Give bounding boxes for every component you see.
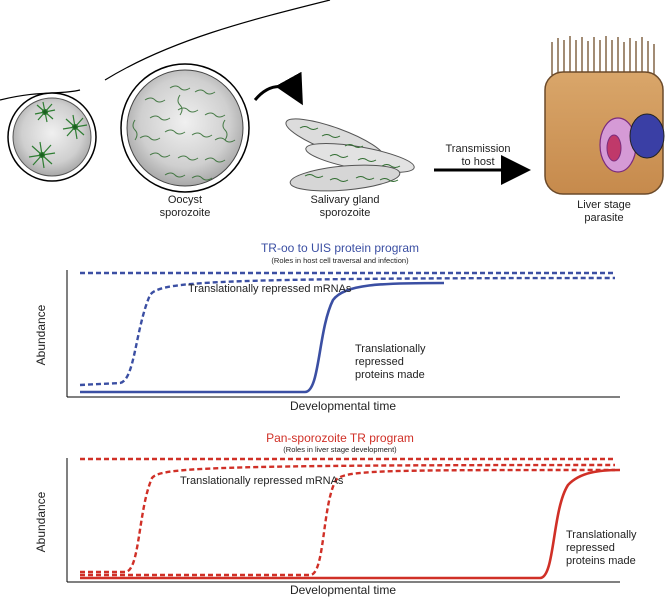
panel1-ylabel: Abundance: [34, 304, 48, 365]
panel2-title: Pan-sporozoite TR program: [266, 431, 414, 445]
panel2-protein-label-line3: proteins made: [566, 555, 636, 567]
transmission-label-line1: Transmission: [446, 143, 511, 155]
curved-arrow-icon: [253, 71, 303, 106]
panel-2: Pan-sporozoite TR program (Roles in live…: [34, 431, 637, 597]
panel1-mrna-curve: [79, 276, 616, 387]
panel2-mrna-curve-2: [80, 468, 616, 577]
panel2-protein-label-line1: Translationally: [566, 529, 637, 541]
panel2-subtitle: (Roles in liver stage development): [283, 445, 397, 454]
panel2-mrna-label: Translationally repressed mRNAs: [180, 475, 344, 487]
salivary-label-line2: sporozoite: [320, 207, 371, 219]
panel1-protein-label-line3: proteins made: [355, 369, 425, 381]
panel1-protein-label-line1: Translationally: [355, 343, 426, 355]
panel1-subtitle: (Roles in host cell traversal and infect…: [271, 256, 409, 265]
salivary-gland: [285, 118, 415, 192]
early-oocyst: [7, 92, 97, 182]
panel2-protein-curve: [80, 468, 621, 580]
oocyst-label-line1: Oocyst: [168, 194, 202, 206]
panel2-ylabel: Abundance: [34, 491, 48, 552]
panel1-xlabel: Developmental time: [290, 399, 396, 413]
panel2-xlabel: Developmental time: [290, 583, 396, 597]
midgut-outline-upper: [104, 0, 331, 81]
panel1-title: TR-oo to UIS protein program: [261, 241, 419, 255]
panel2-protein-label-line2: repressed: [566, 542, 615, 554]
panel-1: TR-oo to UIS protein program (Roles in h…: [34, 241, 620, 413]
liver-label-line2: parasite: [584, 212, 623, 224]
oocyst-label-line2: sporozoite: [160, 207, 211, 219]
transmission-label-line2: to host: [461, 156, 494, 168]
liver-label-line1: Liver stage: [577, 199, 631, 211]
salivary-label-line1: Salivary gland: [310, 194, 379, 206]
panel1-protein-curve: [80, 281, 445, 394]
mature-oocyst: [120, 63, 250, 193]
panel1-mrna-label: Translationally repressed mRNAs: [188, 283, 352, 295]
liver-cell: [544, 36, 665, 195]
panel2-mrna-curve-1: [80, 463, 616, 574]
panel1-protein-label-line2: repressed: [355, 356, 404, 368]
